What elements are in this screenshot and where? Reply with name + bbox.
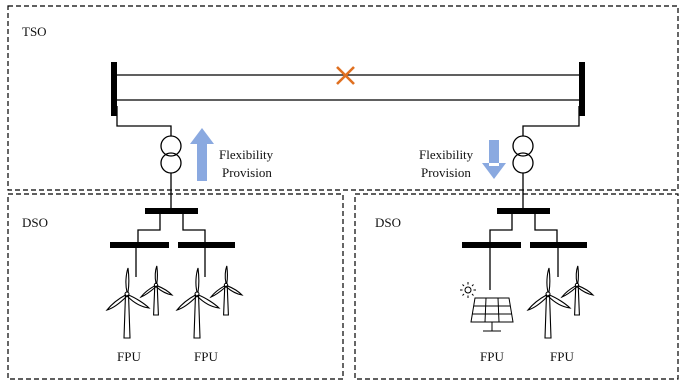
tso-label: TSO	[22, 24, 47, 39]
wind-turbine-icon	[527, 265, 594, 339]
solar-panel-icon	[470, 297, 514, 332]
transmission-bus-left	[111, 62, 117, 116]
flex-right-line2: Provision	[421, 165, 471, 180]
arrow-down-icon	[482, 140, 506, 179]
wind-turbine-icon	[176, 265, 243, 339]
fpu-left-2-label: FPU	[194, 349, 218, 364]
left-transformer-feeder	[116, 106, 172, 138]
dso-right-bus-2	[530, 242, 587, 248]
dso-left-feeder-2	[182, 214, 206, 242]
dso-left-label: DSO	[22, 215, 48, 230]
tso-region-box	[7, 5, 679, 191]
dso-right-feeder-1	[489, 214, 513, 242]
flex-right-line1: Flexibility	[419, 147, 474, 162]
right-transformer-feeder	[522, 106, 580, 138]
fpu-right-1-label: FPU	[480, 349, 504, 364]
flex-left-line2: Provision	[222, 165, 272, 180]
fpu-left-1-label: FPU	[117, 349, 141, 364]
arrow-up-icon	[190, 128, 214, 181]
fpu-right-2-label: FPU	[550, 349, 574, 364]
dso-right-label: DSO	[375, 215, 401, 230]
dso-right-feeder-2	[534, 214, 558, 242]
dso-right-main-bus	[497, 208, 550, 214]
transformer-icon	[160, 135, 182, 174]
wind-turbine-icon	[106, 265, 173, 339]
sun-icon	[460, 282, 476, 298]
dso-left-bus-1	[110, 242, 169, 248]
dso-left-main-bus	[145, 208, 198, 214]
transformer-icon	[512, 135, 534, 174]
transmission-bus-right	[579, 62, 585, 116]
cross-icon	[336, 66, 355, 85]
dso-right-bus-1	[462, 242, 521, 248]
dso-left-bus-2	[178, 242, 235, 248]
dso-left-region-box	[7, 193, 344, 380]
flex-left-line1: Flexibility	[219, 147, 274, 162]
dso-left-feeder-1	[137, 214, 161, 242]
dso-right-region-box	[354, 193, 679, 380]
